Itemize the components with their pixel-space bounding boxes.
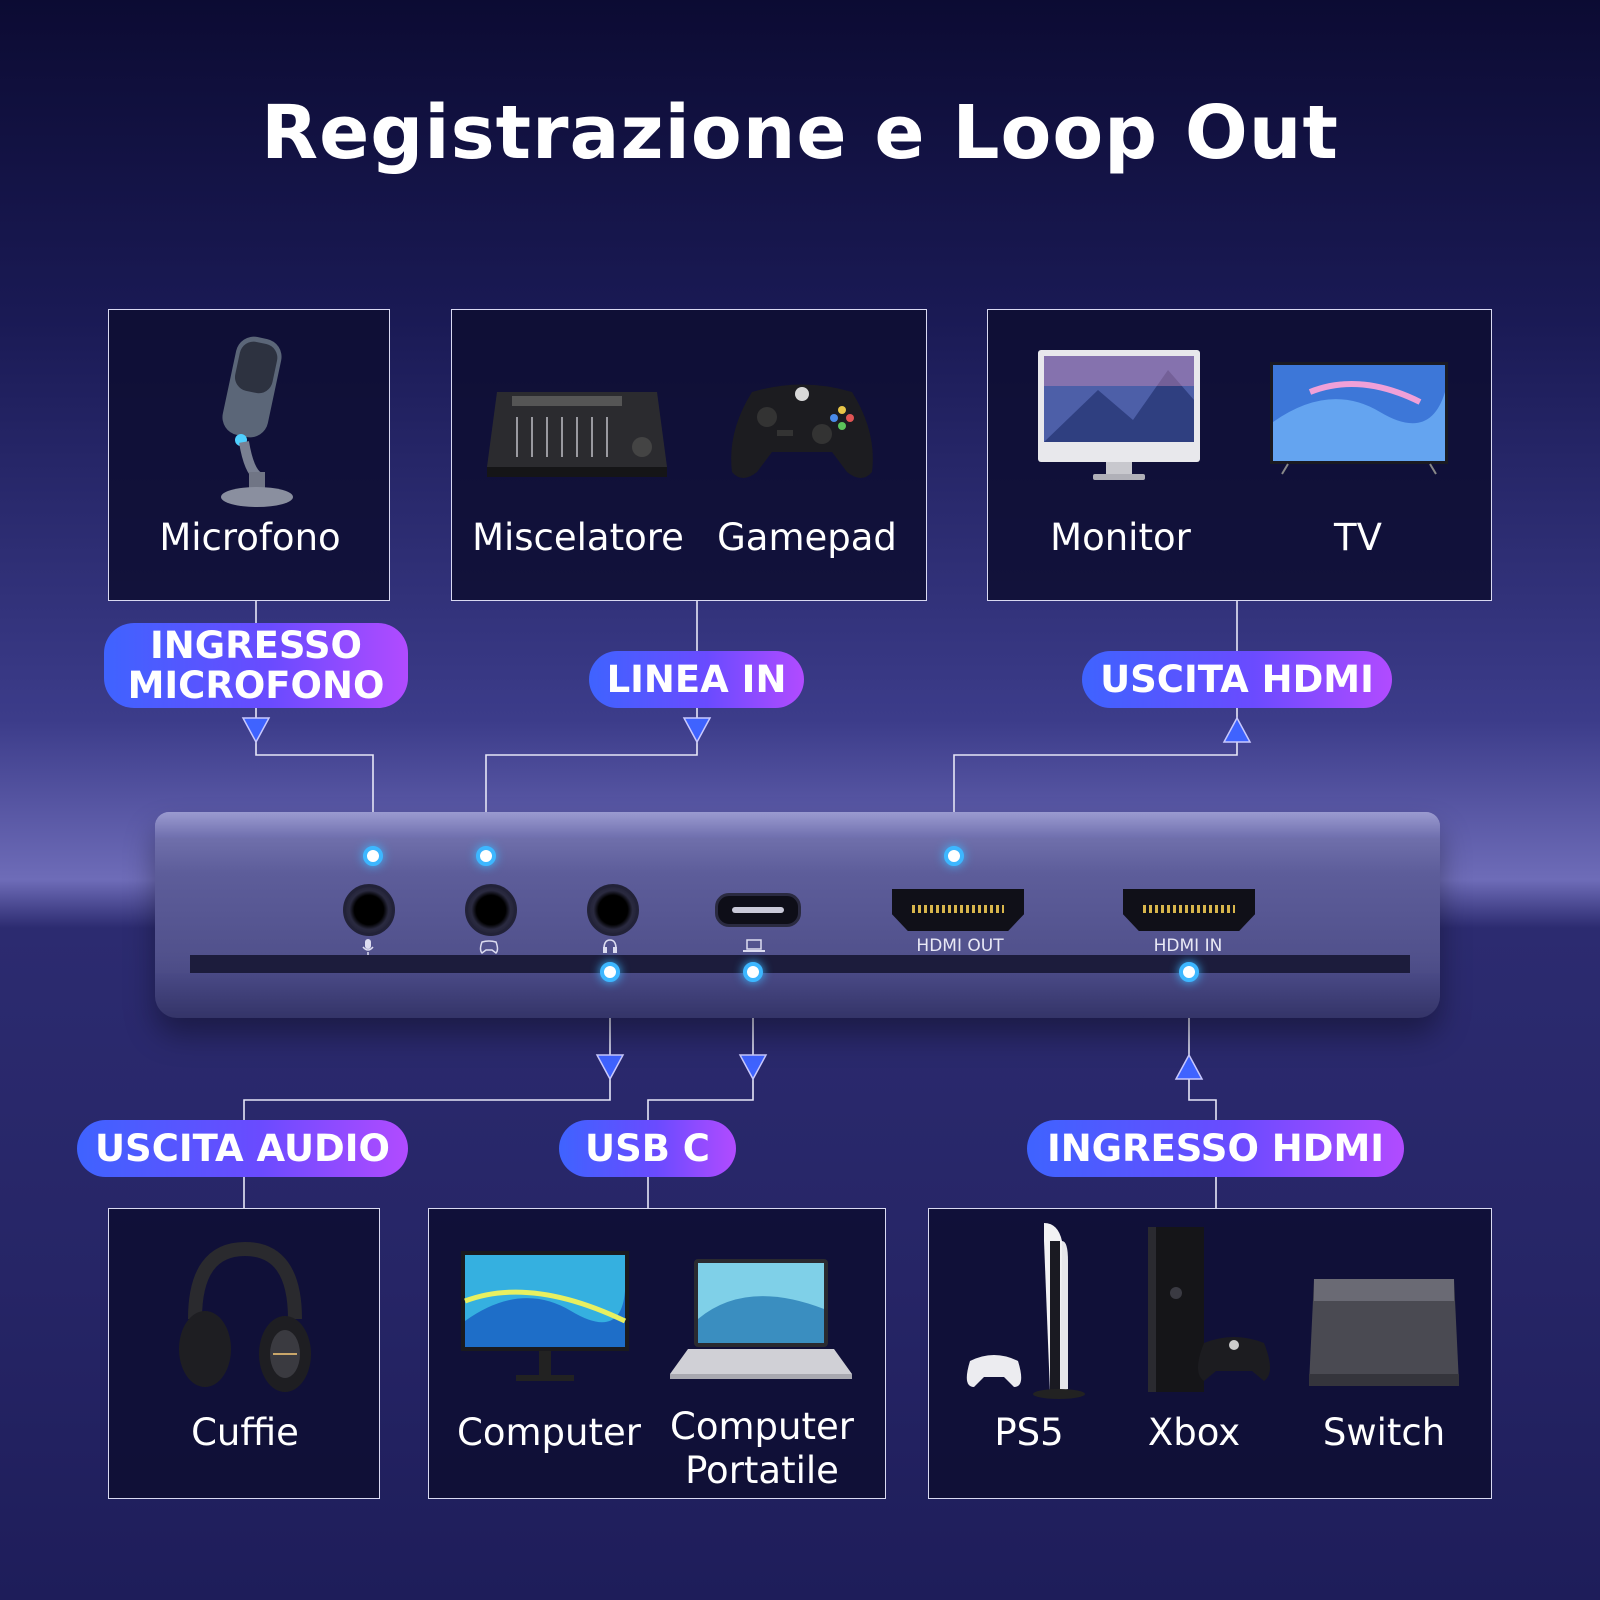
headphones-box: Cuffie: [108, 1208, 380, 1499]
port-dot-usb-c: [743, 962, 763, 982]
device-label-miscelatore: Miscelatore: [472, 516, 684, 559]
laptop-icon: [743, 939, 765, 952]
ps5-image: [966, 1223, 1085, 1399]
pill-usb-c: USB C: [559, 1120, 736, 1177]
device-label-cuffie: Cuffie: [191, 1411, 299, 1454]
gamepad-icon: [479, 940, 499, 954]
computer-box: Computer Computer Portatile: [428, 1208, 886, 1499]
device-base: [155, 973, 1440, 1018]
mixer-image: [487, 392, 667, 477]
mixer-gamepad-box: Miscelatore Gamepad: [451, 309, 927, 601]
monitor-tv-box: Monitor TV: [987, 309, 1492, 601]
microphone-icon: [362, 939, 374, 955]
pill-ingresso-microfono: INGRESSO MICROFONO: [104, 623, 408, 708]
arrow-up-icon: [1174, 1053, 1204, 1080]
arrow-down-icon: [682, 717, 712, 744]
headphone-jack: [587, 884, 639, 936]
line-in-jack: [465, 884, 517, 936]
device-label-tv: TV: [1334, 516, 1382, 559]
consoles-box: PS5 Xbox Switch: [928, 1208, 1492, 1499]
device-label-ps5: PS5: [994, 1411, 1064, 1454]
computer-image: [461, 1251, 629, 1381]
gamepad-image: [731, 384, 873, 478]
port-label-hdmi-out: HDMI OUT: [916, 936, 1004, 956]
pill-linea-in: LINEA IN: [589, 651, 804, 708]
port-dot-hdmi-in: [1179, 962, 1199, 982]
port-dot-line-in: [476, 846, 496, 866]
device-label-computer-portatile: Computer Portatile: [670, 1405, 854, 1492]
monitor-image: [1038, 350, 1200, 480]
arrow-down-icon: [738, 1054, 768, 1081]
device-label-computer: Computer: [457, 1411, 641, 1454]
arrow-up-icon: [1222, 716, 1252, 743]
page-title: Registrazione e Loop Out: [261, 90, 1339, 176]
hdmi-in-port: [1123, 889, 1255, 931]
device-label-xbox: Xbox: [1147, 1411, 1241, 1454]
port-dot-audio-out: [600, 962, 620, 982]
headphones-image: [179, 1241, 311, 1392]
device-label-gamepad: Gamepad: [717, 516, 897, 559]
laptop-image: [670, 1259, 852, 1379]
port-dot-hdmi-out: [944, 846, 964, 866]
hdmi-out-port: [892, 889, 1024, 931]
microphone-image: [221, 336, 293, 507]
device-label-microfono: Microfono: [159, 516, 341, 559]
port-label-hdmi-in: HDMI IN: [1153, 936, 1223, 956]
arrow-down-icon: [595, 1054, 625, 1081]
pill-ingresso-hdmi: INGRESSO HDMI: [1027, 1120, 1404, 1177]
pill-uscita-hdmi: USCITA HDMI: [1082, 651, 1392, 708]
mic-jack: [343, 884, 395, 936]
device-label-monitor: Monitor: [1050, 516, 1191, 559]
pill-uscita-audio: USCITA AUDIO: [77, 1120, 408, 1177]
microphone-box: Microfono: [108, 309, 390, 601]
device-label-switch: Switch: [1322, 1411, 1446, 1454]
port-dot-mic: [363, 846, 383, 866]
tv-image: [1270, 362, 1448, 475]
device-top-edge: [155, 812, 1440, 838]
arrow-down-icon: [241, 717, 271, 744]
xbox-image: [1148, 1227, 1270, 1392]
device-seam: [190, 955, 1410, 973]
switch-image: [1309, 1279, 1459, 1386]
headphones-icon: [603, 939, 617, 953]
usb-c-port: [715, 893, 801, 927]
